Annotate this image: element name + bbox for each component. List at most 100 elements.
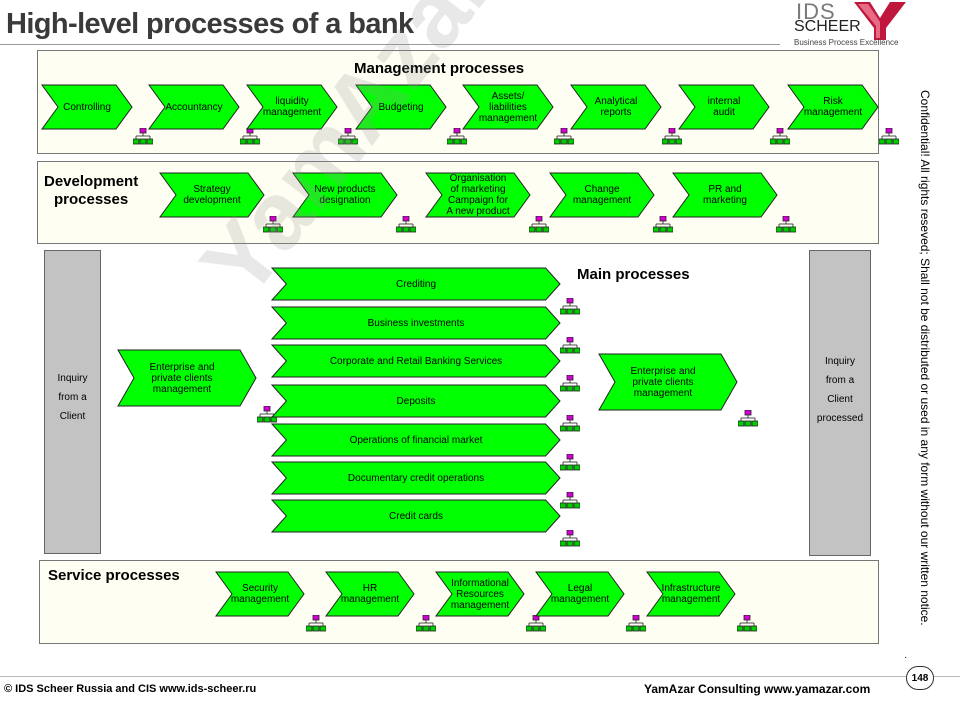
title-divider <box>0 44 780 45</box>
development-process-4-label: Change management <box>572 184 632 206</box>
management-process-5-label: Assets/ liabilities management <box>478 90 538 124</box>
main-output-process: Enterprise and private clients managemen… <box>598 353 738 411</box>
footer-divider <box>0 676 960 677</box>
ids-scheer-logo: IDS SCHEER Business Process Excellence <box>792 0 912 52</box>
management-process-4-shape <box>355 84 447 130</box>
org-unit-icon <box>560 337 580 354</box>
page-title: High-level processes of a bank <box>6 8 414 40</box>
management-process-1: Controlling <box>41 84 133 130</box>
org-unit-icon <box>396 216 416 233</box>
client-inquiry-box: Inquiry from a Client <box>44 250 101 554</box>
org-unit-icon <box>338 128 358 145</box>
development-process-4-shape <box>549 172 655 218</box>
management-process-6-shape <box>570 84 662 130</box>
main-process-step-5-shape <box>270 423 561 457</box>
main-process-step-4-shape <box>270 384 561 418</box>
management-process-2-shape <box>148 84 240 130</box>
service-section-title: Service processes <box>48 567 180 584</box>
inquiry-processed-label: Inquiry from a Client processed <box>816 356 864 424</box>
service-process-4: Legal management <box>535 571 625 617</box>
main-process-step-3: Corporate and Retail Banking Services <box>270 344 561 378</box>
development-process-3-label: Organisation of marketing Campaign for A… <box>446 173 510 217</box>
org-unit-icon <box>560 298 580 315</box>
org-unit-icon <box>306 615 326 632</box>
org-unit-icon <box>133 128 153 145</box>
client-inquiry-label: Inquiry from a Client <box>57 373 88 422</box>
management-process-7-shape <box>678 84 770 130</box>
service-process-3: Informational Resources management <box>435 571 525 617</box>
management-process-1-shape <box>41 84 133 130</box>
development-process-2-shape <box>292 172 398 218</box>
main-process-step-6-shape <box>270 461 561 495</box>
org-unit-icon <box>879 128 899 145</box>
org-unit-icon <box>738 410 758 427</box>
footer-consulting: YamAzar Consulting www.yamazar.com <box>644 682 871 696</box>
org-unit-icon <box>554 128 574 145</box>
management-process-3-label: liquidity management <box>262 96 322 118</box>
org-unit-icon <box>626 615 646 632</box>
org-unit-icon <box>560 415 580 432</box>
service-process-4-shape <box>535 571 625 617</box>
main-output-process-label: Enterprise and private clients managemen… <box>630 365 696 399</box>
management-process-1-label: Controlling <box>63 101 111 113</box>
development-process-5-shape <box>672 172 778 218</box>
org-unit-icon <box>240 128 260 145</box>
management-process-7-label: internal audit <box>707 96 741 118</box>
main-process-step-2-label: Business investments <box>367 317 465 329</box>
service-process-4-label: Legal management <box>550 583 610 605</box>
org-unit-icon <box>560 454 580 471</box>
logo-text-scheer: SCHEER <box>794 18 861 35</box>
service-process-1-label: Security management <box>230 583 290 605</box>
main-process-step-3-label: Corporate and Retail Banking Services <box>329 355 503 367</box>
main-process-step-7-label: Credit cards <box>389 510 443 522</box>
logo-tagline: Business Process Excellence <box>794 38 899 47</box>
development-process-5-label: PR and marketing <box>703 184 747 206</box>
management-process-2: Accountancy <box>148 84 240 130</box>
service-process-2-label: HR management <box>340 583 400 605</box>
org-unit-icon <box>737 615 757 632</box>
main-input-process-label: Enterprise and private clients managemen… <box>149 361 215 395</box>
development-process-1: Strategy development <box>159 172 265 218</box>
management-process-5: Assets/ liabilities management <box>462 84 554 130</box>
footer-copyright: © IDS Scheer Russia and CIS www.ids-sche… <box>4 683 257 695</box>
management-process-2-label: Accountancy <box>165 101 223 113</box>
org-unit-icon <box>653 216 673 233</box>
management-process-3-shape <box>246 84 338 130</box>
org-unit-icon <box>526 615 546 632</box>
main-process-step-6: Documentary credit operations <box>270 461 561 495</box>
development-process-3-shape <box>425 172 531 218</box>
org-unit-icon <box>776 216 796 233</box>
service-process-5: Infrastructure management <box>646 571 736 617</box>
development-process-1-shape <box>159 172 265 218</box>
development-process-3: Organisation of marketing Campaign for A… <box>425 172 531 218</box>
org-unit-icon <box>662 128 682 145</box>
development-process-2: New products designation <box>292 172 398 218</box>
service-process-1: Security management <box>215 571 305 617</box>
management-process-4: Budgeting <box>355 84 447 130</box>
management-process-6-label: Analytical reports <box>594 96 638 118</box>
management-process-3: liquidity management <box>246 84 338 130</box>
development-process-4: Change management <box>549 172 655 218</box>
main-process-step-1-label: Crediting <box>395 278 437 290</box>
management-process-6: Analytical reports <box>570 84 662 130</box>
development-section-title: Development processes <box>44 173 139 208</box>
main-process-step-5-label: Operations of financial market <box>349 434 483 446</box>
page-dot: · <box>904 652 908 663</box>
service-process-1-shape <box>215 571 305 617</box>
main-process-step-2-shape <box>270 306 561 340</box>
page-number: 148 <box>906 666 934 690</box>
main-process-step-7-shape <box>270 499 561 533</box>
development-process-1-label: Strategy development <box>183 184 241 206</box>
main-process-step-6-label: Documentary credit operations <box>347 472 485 484</box>
main-process-step-1: Crediting <box>270 267 561 301</box>
confidential-notice: Confidential! All rights reseved; Shall … <box>918 90 932 626</box>
management-process-5-shape <box>462 84 554 130</box>
development-process-5: PR and marketing <box>672 172 778 218</box>
service-process-3-label: Informational Resources management <box>450 577 510 611</box>
main-input-process: Enterprise and private clients managemen… <box>117 349 257 407</box>
management-process-8-shape <box>787 84 879 130</box>
org-unit-icon <box>770 128 790 145</box>
service-process-2: HR management <box>325 571 415 617</box>
org-unit-icon <box>529 216 549 233</box>
main-section-title: Main processes <box>577 266 690 283</box>
